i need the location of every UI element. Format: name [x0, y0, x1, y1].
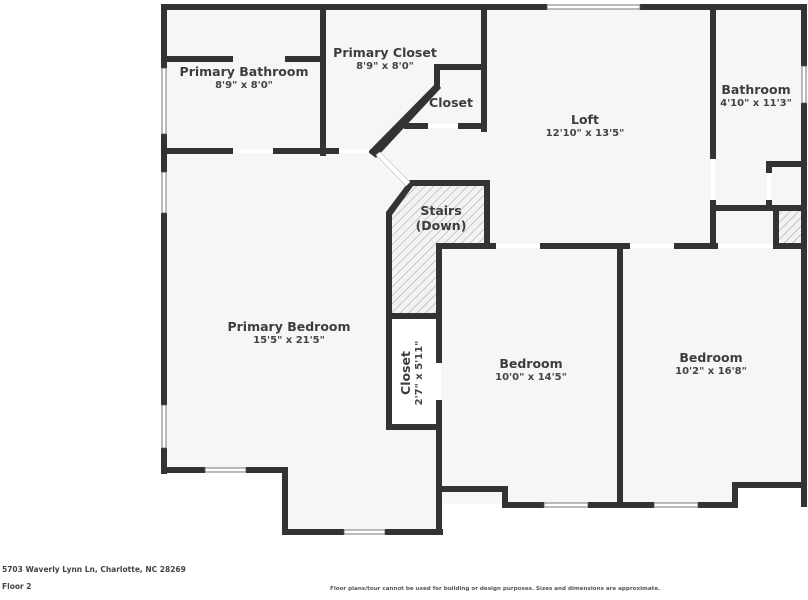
- room-dimensions: 10'2" x 16'8": [675, 366, 747, 377]
- address-label: 5703 Waverly Lynn Ln, Charlotte, NC 2826…: [2, 565, 186, 574]
- windows: [161, 4, 807, 535]
- room-bedroom-1: Bedroom 10'0" x 14'5": [495, 356, 567, 384]
- room-closet-vertical: Closet 2'7" x 5'11": [398, 341, 426, 406]
- room-name: Primary Bedroom: [227, 319, 351, 334]
- room-name: Bathroom: [721, 82, 791, 97]
- floor-label: Floor 2: [2, 582, 32, 591]
- room-name: Loft: [571, 112, 599, 127]
- room-bathroom: Bathroom 4'10" x 11'3": [720, 82, 792, 110]
- room-primary-bathroom: Primary Bathroom 8'9" x 8'0": [180, 64, 309, 92]
- room-dimensions: 12'10" x 13'5": [545, 128, 625, 139]
- room-stairs: Stairs (Down): [416, 203, 467, 233]
- room-dimensions: 8'9" x 8'0": [215, 80, 273, 91]
- room-subtitle: (Down): [415, 218, 467, 233]
- stairs-hatch: [389, 182, 488, 316]
- walls: [161, 4, 807, 535]
- room-loft: Loft 12'10" x 13'5": [546, 112, 625, 140]
- room-dimensions: 2'7" x 5'11": [414, 340, 425, 406]
- room-name: Stairs: [420, 203, 462, 218]
- room-dimensions: 10'0" x 14'5": [495, 372, 567, 383]
- small-hatch: [779, 210, 803, 244]
- room-bedroom-2: Bedroom 10'2" x 16'8": [675, 350, 747, 378]
- room-name: Bedroom: [679, 350, 743, 365]
- room-name: Closet: [429, 95, 473, 110]
- room-dimensions: 15'5" x 21'5": [253, 335, 325, 346]
- door-openings: [233, 124, 773, 400]
- room-closet: Closet: [429, 95, 473, 110]
- room-name: Primary Bathroom: [179, 64, 309, 79]
- disclaimer-text: Floor plans/tour cannot be used for buil…: [330, 586, 661, 592]
- room-primary-closet: Primary Closet 8'9" x 8'0": [333, 45, 437, 73]
- room-primary-bedroom: Primary Bedroom 15'5" x 21'5": [227, 319, 350, 347]
- room-name: Bedroom: [499, 356, 563, 371]
- room-name: Primary Closet: [333, 45, 437, 60]
- room-name: Closet: [398, 351, 413, 395]
- room-dimensions: 8'9" x 8'0": [356, 61, 414, 72]
- room-dimensions: 4'10" x 11'3": [720, 98, 792, 109]
